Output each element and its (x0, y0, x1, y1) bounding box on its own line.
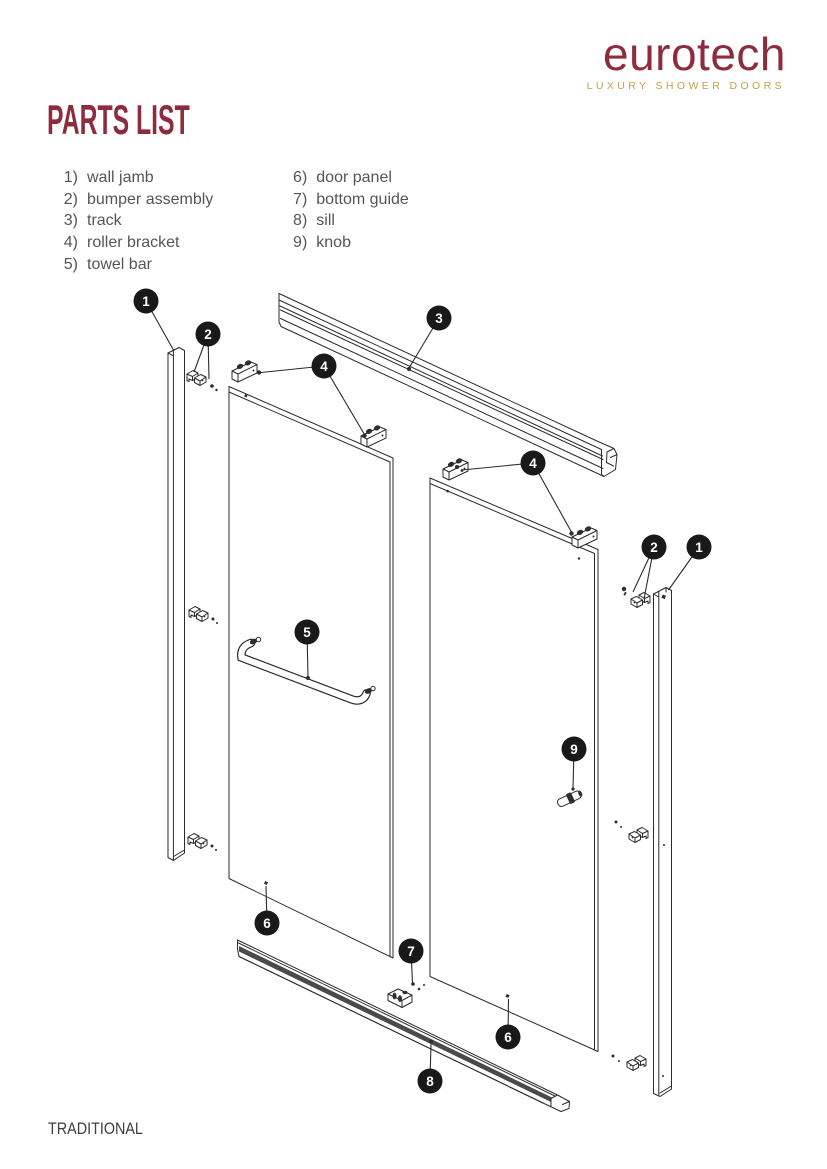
bumper-assembly-right-bottom (611, 1054, 647, 1071)
door-panel-right-graphic (429, 477, 599, 1052)
list-item: 7) bottom guide (285, 191, 409, 213)
page-title: PARTS LIST (47, 96, 190, 143)
item-label: towel bar (87, 255, 152, 273)
bumper-assembly-left-top (186, 370, 218, 392)
list-item: 9) knob (285, 234, 409, 256)
brand-tagline: LUXURY SHOWER DOORS (586, 80, 785, 92)
svg-text:7: 7 (407, 944, 415, 959)
list-item: 1) wall jamb (56, 169, 213, 191)
svg-text:6: 6 (263, 916, 271, 931)
callout-7: 7 (398, 938, 424, 984)
brand-wordmark: eurotech (602, 28, 786, 80)
callout-8: 8 (417, 1043, 443, 1094)
svg-text:4: 4 (320, 359, 328, 374)
svg-text:2: 2 (204, 327, 212, 342)
item-number: 7) (293, 190, 308, 208)
roller-bracket-3 (442, 456, 469, 481)
item-number: 5) (63, 255, 78, 273)
callout-1-left: 1 (133, 288, 175, 352)
item-number: 3) (63, 212, 78, 230)
item-label: track (87, 212, 122, 230)
list-item: 4) roller bracket (56, 234, 213, 256)
roller-bracket-4 (569, 524, 598, 549)
bottom-guide-graphic (387, 982, 425, 1008)
towel-bar-graphic (237, 636, 376, 705)
roller-bracket-1 (231, 358, 262, 383)
callout-6-left: 6 (254, 885, 280, 936)
wall-jamb-left-graphic (167, 347, 185, 861)
item-number: 1) (63, 169, 78, 186)
bumper-assembly-left-bottom (187, 833, 217, 851)
callout-4-left: 4 (260, 353, 365, 435)
item-label: sill (316, 212, 335, 230)
callout-3: 3 (408, 305, 452, 369)
callout-9: 9 (561, 736, 587, 791)
list-item: 3) track (56, 212, 213, 234)
callout-6-right: 6 (495, 998, 521, 1050)
parts-list-column-1: 1) wall jamb 2) bumper assembly 3) track 4)… (56, 169, 214, 278)
brand-logo: eurotech LUXURY SHOWER DOORS (587, 31, 786, 92)
list-item: 8) sill (285, 212, 409, 234)
wall-jamb-right-graphic (653, 587, 672, 1097)
door-panel-left-graphic (228, 386, 394, 959)
item-label: door panel (316, 169, 392, 186)
item-number: 9) (293, 234, 308, 252)
series-name: TRADITIONAL (48, 1120, 143, 1138)
callout-1-right: 1 (668, 534, 712, 591)
item-label: roller bracket (87, 234, 180, 252)
bumper-assembly-left-mid (188, 606, 218, 624)
parts-list-column-2: 6) door panel 7) bottom guide 8) sill 9) kno… (285, 169, 409, 277)
item-number: 2) (63, 190, 78, 208)
bumper-assembly-right-mid (614, 820, 649, 843)
bumper-assembly-right-top (621, 586, 651, 608)
parts-list: 1) wall jamb 2) bumper assembly 3) track 4)… (56, 169, 409, 277)
item-label: wall jamb (87, 169, 154, 186)
svg-text:4: 4 (529, 456, 537, 471)
svg-text:2: 2 (650, 540, 658, 555)
item-number: 4) (63, 234, 78, 252)
list-item: 6) door panel (285, 169, 409, 191)
svg-text:6: 6 (504, 1030, 512, 1045)
callout-4-right: 4 (461, 450, 573, 534)
svg-text:1: 1 (142, 294, 150, 309)
track-graphic (278, 293, 618, 477)
item-label: bottom guide (316, 190, 409, 208)
item-number: 6) (293, 169, 308, 186)
svg-text:3: 3 (435, 311, 443, 326)
list-item: 5) towel bar (56, 256, 213, 278)
svg-text:1: 1 (695, 540, 703, 555)
list-item: 2) bumper assembly (56, 190, 214, 213)
callout-2-right: 2 (632, 534, 667, 600)
svg-text:8: 8 (426, 1074, 434, 1089)
callout-5: 5 (294, 619, 320, 680)
knob-graphic (556, 790, 583, 807)
svg-text:9: 9 (570, 742, 578, 757)
svg-text:5: 5 (303, 625, 311, 640)
item-number: 8) (293, 212, 308, 230)
callout-2-left: 2 (193, 321, 221, 380)
item-label: bumper assembly (87, 190, 214, 208)
roller-bracket-2 (360, 423, 387, 448)
item-label: knob (316, 234, 351, 252)
sill-graphic (237, 939, 570, 1112)
